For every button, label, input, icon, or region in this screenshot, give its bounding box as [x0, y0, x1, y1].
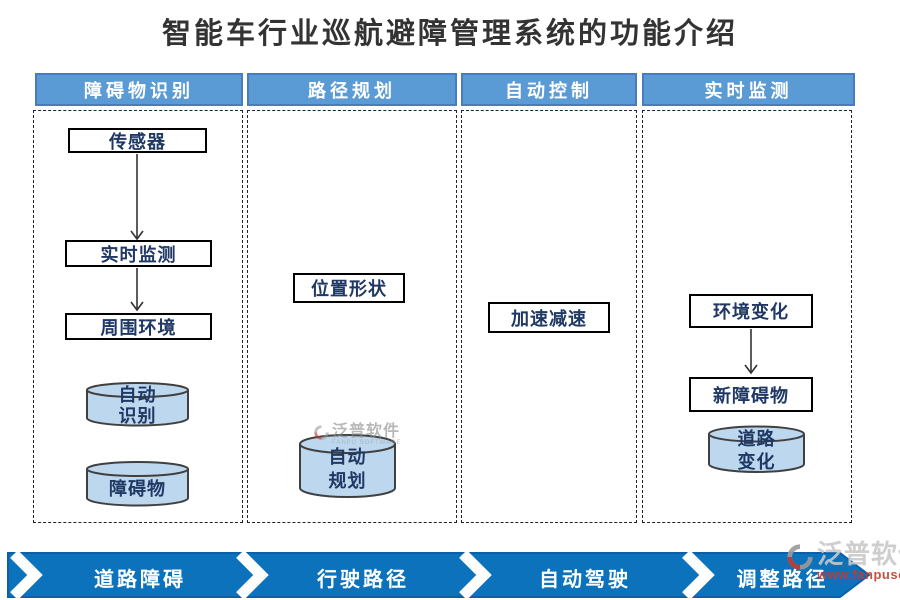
box-accelerate-decelerate: 加速减速 [488, 302, 610, 333]
cylinder-obstacle: 障碍物 [85, 460, 190, 507]
cylinder-road-change: 道路 变化 [707, 424, 806, 474]
process-step-auto-driving: 自动驾驶 [539, 569, 631, 591]
page-title: 智能车行业巡航避障管理系统的功能介绍 [161, 18, 738, 50]
cylinder-label-line: 识别 [118, 406, 157, 426]
process-step-road-obstacle: 道路障碍 [94, 569, 186, 591]
box-surrounding-environment: 周围环境 [65, 313, 212, 340]
cylinder-label-line: 障碍物 [109, 479, 166, 499]
column-panel-2 [247, 110, 457, 523]
arrow-down-icon [742, 329, 760, 380]
box-new-obstacle: 新障碍物 [689, 377, 813, 412]
process-banner [0, 550, 900, 600]
box-environment-change: 环境变化 [689, 294, 813, 328]
cylinder-label-line: 自动 [118, 385, 157, 405]
arrow-down-icon [128, 268, 146, 317]
arrow-down-icon [128, 154, 146, 246]
cylinder-auto-planning: 自动 规划 [298, 433, 397, 500]
column-panel-4 [642, 110, 852, 523]
box-position-shape: 位置形状 [293, 273, 405, 303]
column-header-realtime-monitoring: 实时监测 [642, 73, 855, 106]
cylinder-label-line: 自动 [328, 447, 367, 467]
column-panel-1 [33, 110, 243, 523]
column-header-path-planning: 路径规划 [247, 73, 457, 106]
cylinder-label-line: 变化 [737, 452, 776, 472]
cylinder-auto-recognition: 自动 识别 [85, 381, 190, 427]
process-step-driving-path: 行驶路径 [317, 569, 409, 591]
cylinder-label-line: 规划 [328, 471, 367, 491]
cylinder-label-line: 道路 [737, 429, 776, 449]
process-step-adjust-path: 调整路径 [736, 569, 829, 591]
column-panel-3 [461, 110, 637, 523]
column-header-obstacle-recognition: 障碍物识别 [35, 73, 243, 106]
box-sensor: 传感器 [68, 128, 207, 153]
column-header-auto-control: 自动控制 [461, 73, 637, 106]
box-realtime-monitor: 实时监测 [65, 240, 212, 267]
